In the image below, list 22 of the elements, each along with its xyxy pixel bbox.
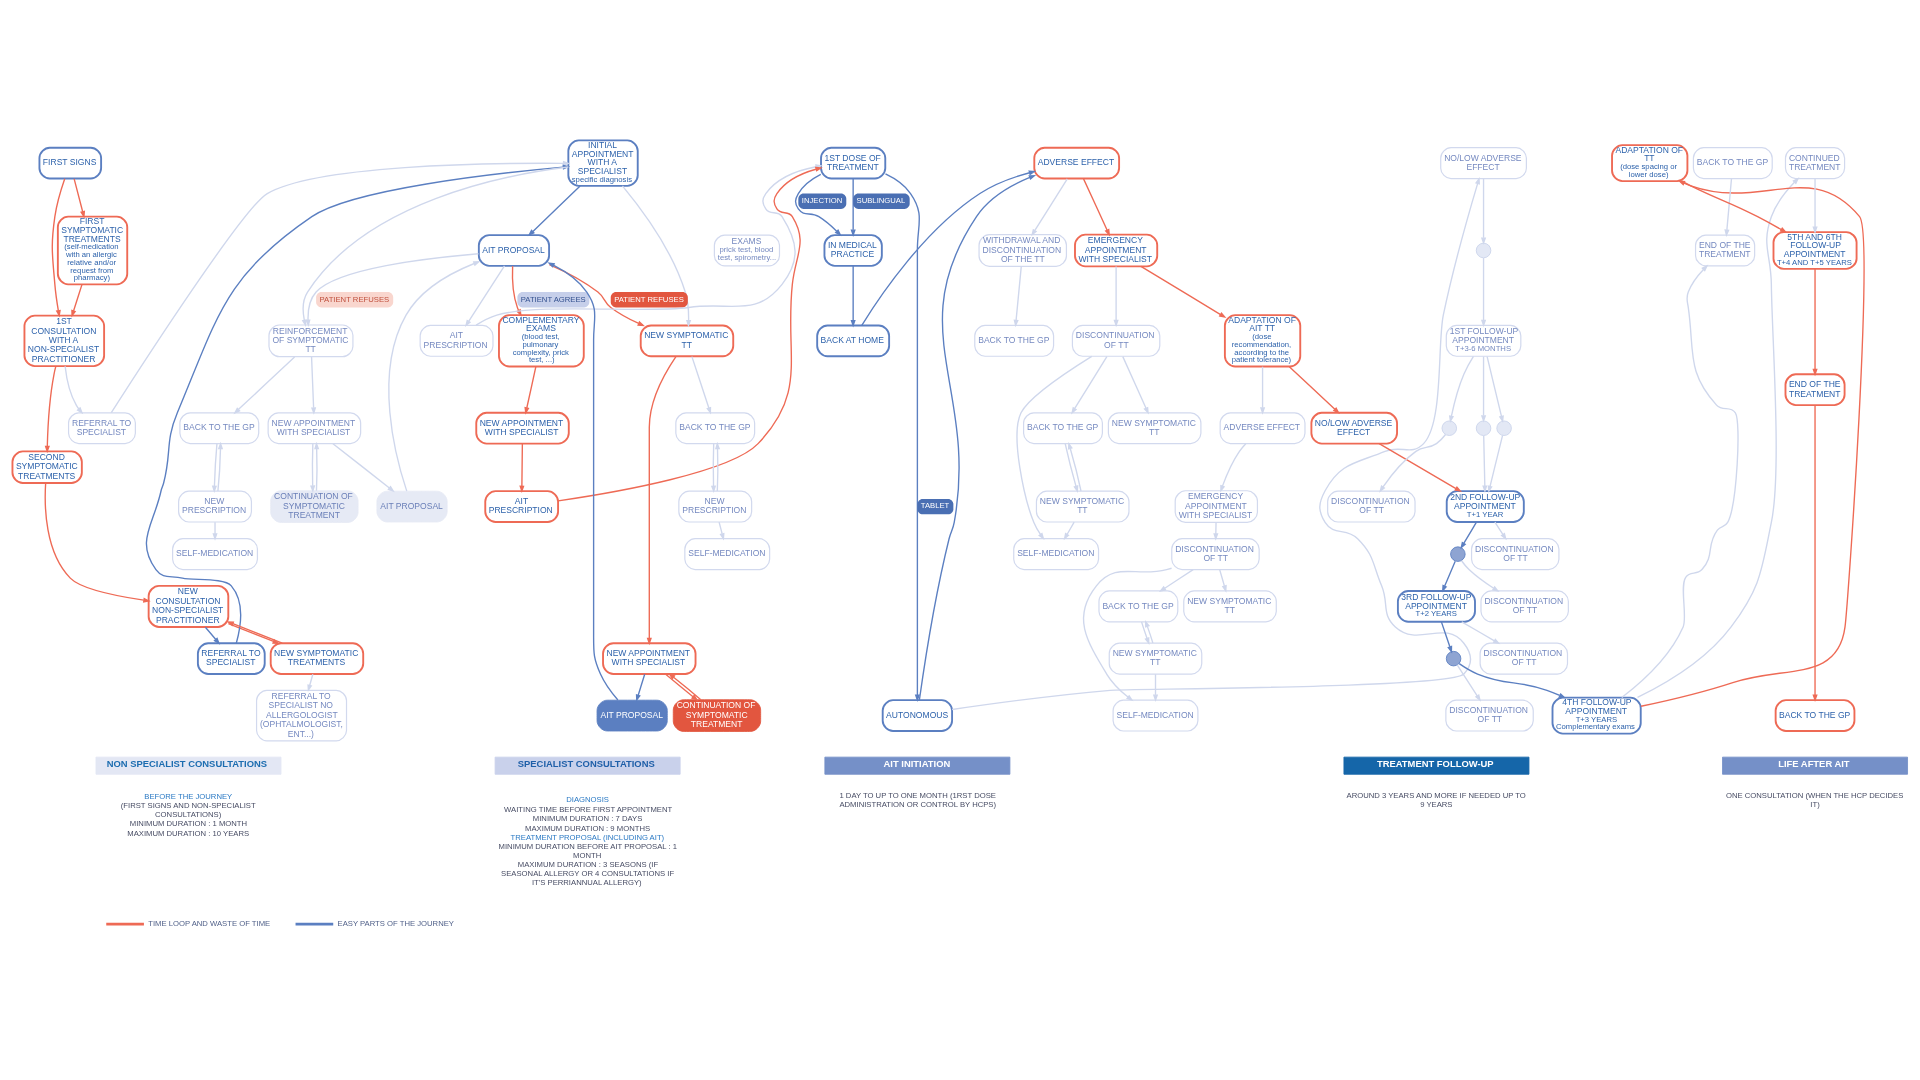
edge-label: PATIENT REFUSES (319, 294, 390, 304)
node-label: DIAGNOSIS (566, 795, 609, 805)
legend-label: EASY PARTS OF THE JOURNEY (337, 919, 454, 929)
node-label: 1 DAY TO UP TO ONE MONTH (1RST DOSE ADMINISTRATION OR CONTROL BY HCPS) (839, 790, 997, 809)
edge-label: INJECTION (801, 196, 843, 206)
node-label: MINIMUM DURATION : 7 DAYS (532, 814, 643, 824)
edge-label: PATIENT AGREES (520, 294, 586, 304)
node-label: MAXIMUM DURATION : 10 YEARS (127, 828, 250, 838)
node-label: (FIRST SIGNS AND NON-SPECIALIST CONSULTATIONS) (120, 801, 256, 819)
node-label: ONE CONSULTATION (WHEN THE HCP DECIDES IT) (1725, 790, 1904, 809)
node-label: MINIMUM DURATION BEFORE AIT PROPOSAL : 1 MONTH (498, 842, 677, 860)
edge-label: PATIENT REFUSES (614, 294, 684, 304)
legend-label: TIME LOOP AND WASTE OF TIME (148, 919, 271, 929)
node-label: AROUND 3 YEARS AND MORE IF NEEDED UP TO 9 YEARS (1346, 790, 1526, 809)
node-label: MINIMUM DURATION : 1 MONTH (129, 819, 248, 829)
node-label: WAITING TIME BEFORE FIRST APPOINTMENT (504, 804, 673, 814)
node-label: MAXIMUM DURATION : 3 SEASONS (IF SEASONAL ALLERGY OR 4 CONSULTATIONS IF IT'S PERRIANNUAL ALLERGY) (501, 860, 675, 887)
node-label: MAXIMUM DURATION : 9 MONTHS (525, 823, 651, 833)
node-label: BEFORE THE JOURNEY (144, 791, 233, 801)
node-label: TREATMENT PROPOSAL (INCLUDING AIT) (510, 832, 665, 842)
edge-label: SUBLINGUAL (856, 196, 906, 206)
edge-label: TABLET (920, 501, 950, 511)
